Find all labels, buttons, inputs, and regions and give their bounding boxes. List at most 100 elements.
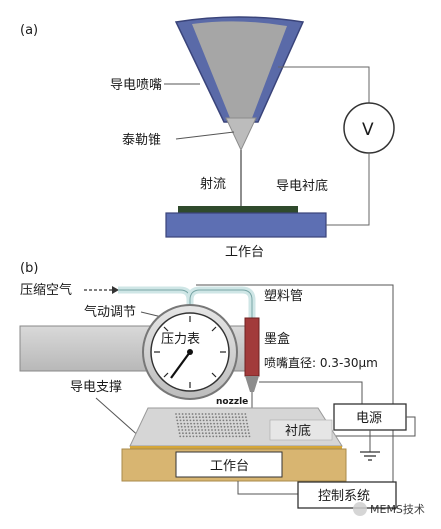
printed-dot — [225, 435, 228, 438]
printed-dot — [185, 432, 188, 435]
printed-dot — [232, 435, 234, 438]
voltmeter-symbol: V — [362, 120, 374, 140]
printed-dot — [242, 422, 245, 425]
conductive-support-label: 导电支撑 — [70, 380, 122, 395]
printed-dot — [224, 413, 227, 415]
taylor-cone — [225, 117, 257, 152]
printed-dot — [209, 419, 212, 422]
printed-dot — [195, 432, 198, 435]
printed-dot — [196, 419, 198, 422]
printed-dot — [197, 425, 200, 428]
printed-dot — [175, 416, 178, 419]
printed-dot — [179, 416, 181, 419]
ink-cartridge-label: 墨盒 — [264, 331, 290, 347]
printed-dot — [180, 425, 183, 428]
printed-dot — [222, 419, 225, 422]
jet-label: 射流 — [200, 176, 226, 192]
taylor-cone-leader — [175, 131, 235, 140]
printed-dot — [202, 416, 204, 419]
printed-dot — [188, 432, 191, 435]
printed-dot — [212, 419, 215, 422]
printed-dot — [233, 425, 236, 428]
printed-dot — [221, 416, 224, 419]
printed-dot — [228, 435, 231, 438]
power-supply-label: 电源 — [356, 411, 382, 426]
printed-dot — [229, 419, 231, 422]
printed-dot — [215, 416, 218, 419]
control-system-box — [297, 481, 397, 509]
nozzle-tag: nozzle — [216, 397, 248, 407]
printed-dot — [230, 429, 233, 431]
printed-dot — [205, 416, 208, 419]
printed-dot — [202, 419, 205, 422]
printed-dot — [177, 425, 180, 428]
stage-label-a: 工作台 — [225, 245, 264, 260]
printed-dot — [224, 432, 227, 435]
printed-dot — [241, 413, 243, 415]
printed-dot — [202, 435, 205, 438]
printed-dot — [221, 432, 224, 435]
printed-dot — [193, 422, 196, 425]
printed-dot — [199, 435, 201, 438]
printed-dot — [186, 422, 189, 425]
stage-label-b: 工作台 — [210, 459, 249, 474]
printed-dot — [184, 429, 187, 431]
substrate-film — [178, 206, 298, 213]
ground-symbol — [360, 451, 380, 461]
conductive-support — [130, 446, 342, 449]
printed-dot — [245, 435, 248, 438]
printed-dot — [248, 435, 251, 438]
nozzle-diameter-label: 喷嘴直径: 0.3-30μm — [264, 356, 378, 370]
printed-dot — [230, 425, 233, 428]
printed-dot — [181, 413, 184, 415]
printed-dot — [192, 419, 195, 422]
printed-dot — [194, 413, 197, 415]
printed-dot — [228, 432, 231, 435]
printed-dot — [224, 429, 227, 431]
substrate-tag — [269, 419, 333, 441]
plastic-tube-label: 塑料管 — [264, 289, 303, 304]
nozzle-inner — [192, 21, 287, 118]
printed-dot — [234, 429, 237, 431]
printed-dot — [175, 413, 177, 415]
printed-dot — [203, 422, 206, 425]
printed-dot — [215, 419, 218, 422]
printed-dot — [227, 413, 230, 415]
printed-dot — [203, 425, 206, 428]
printed-dot — [215, 432, 217, 435]
printed-dot — [248, 432, 250, 435]
printed-dot — [228, 416, 231, 419]
control-wire-outer — [196, 284, 396, 510]
printed-dot — [235, 419, 238, 422]
printed-dot — [244, 429, 246, 431]
power-return-wire — [336, 416, 416, 437]
printed-dot — [205, 432, 207, 435]
printed-dot — [185, 435, 188, 438]
printed-dot — [201, 432, 204, 435]
printed-dot — [206, 419, 208, 422]
printed-dot — [219, 422, 222, 425]
printed-dot — [194, 425, 196, 428]
printed-dot — [241, 432, 244, 435]
work-stage-b-box — [175, 451, 283, 478]
printed-dot — [215, 435, 218, 438]
gauge-ticks — [154, 316, 226, 388]
printed-dot — [244, 432, 247, 435]
gauge-needle — [170, 351, 191, 379]
printed-dot — [190, 425, 193, 428]
printed-dot — [217, 425, 219, 428]
printed-dot — [183, 422, 186, 425]
printed-dot — [219, 419, 222, 422]
printed-dot — [176, 422, 179, 425]
printed-dot — [190, 422, 192, 425]
printed-dot — [238, 435, 241, 438]
ink-cartridge — [244, 317, 260, 377]
printed-dot — [196, 422, 199, 425]
printed-dot — [207, 425, 210, 428]
printed-dot — [204, 429, 207, 431]
printed-dot — [195, 416, 198, 419]
printed-dot — [178, 432, 181, 435]
watermark-icon — [353, 502, 367, 516]
